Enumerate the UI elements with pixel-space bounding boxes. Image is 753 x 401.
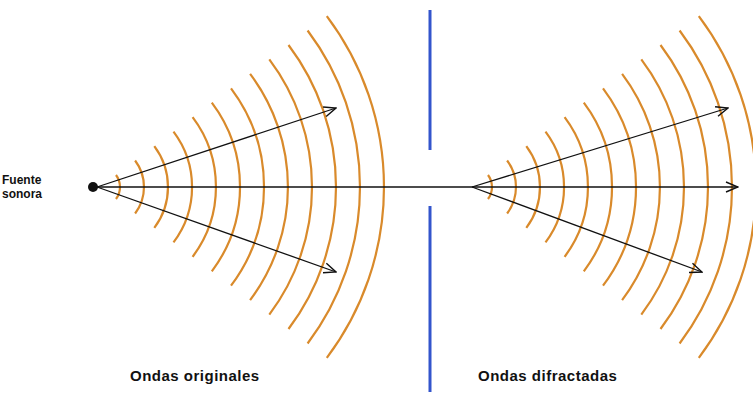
caption-label: Ondas difractadas: [478, 367, 617, 385]
ray-arrow: [97, 108, 336, 187]
ray-arrow: [97, 186, 738, 187]
barrier: [429, 10, 432, 150]
ray-arrow: [472, 108, 728, 187]
caption-label: Ondas originales: [130, 367, 260, 385]
source-dot: [88, 182, 98, 192]
ray-arrow: [97, 187, 336, 272]
source-label: Fuente sonora: [2, 173, 58, 201]
ray-arrow: [472, 187, 702, 272]
barrier: [429, 206, 432, 392]
